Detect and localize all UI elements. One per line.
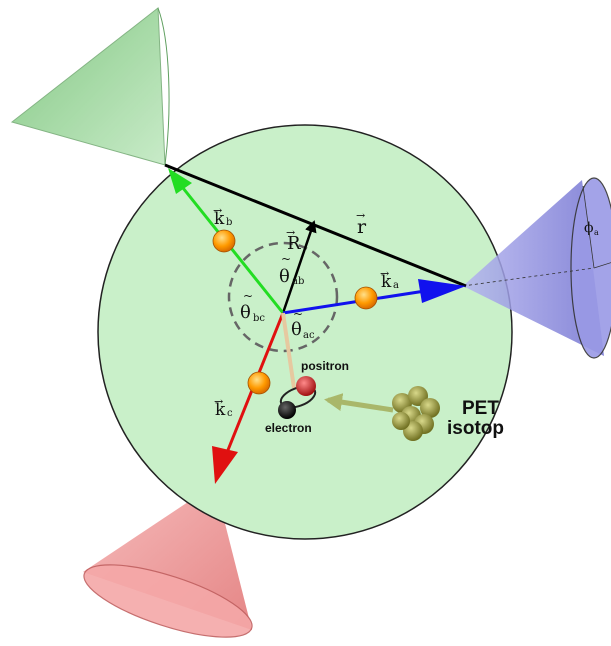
kc-label: k bbox=[215, 400, 226, 420]
theta-ab-subscript: ab bbox=[292, 276, 304, 287]
isotop-label: isotop bbox=[447, 418, 504, 439]
R-vector-mark: → bbox=[286, 226, 295, 239]
electron-particle bbox=[278, 401, 296, 419]
photon-b bbox=[212, 229, 236, 253]
detector-cone-a bbox=[462, 177, 611, 359]
kc-vector-mark: → bbox=[214, 395, 223, 408]
theta-ac-subscript: ac bbox=[303, 330, 315, 341]
kb-vector-mark: → bbox=[213, 204, 222, 217]
positron-particle bbox=[296, 376, 316, 396]
ka-vector bbox=[282, 289, 426, 315]
phi-a-label: ϕ bbox=[584, 220, 594, 236]
r-vector-mark: → bbox=[356, 209, 365, 222]
detector-cone-c bbox=[83, 484, 253, 638]
isotope-arrow bbox=[324, 393, 394, 413]
r-label: r bbox=[357, 216, 367, 238]
kc-subscript: c bbox=[227, 408, 233, 419]
electron-label: electron bbox=[265, 421, 312, 435]
ka-label: k bbox=[381, 272, 392, 292]
theta-bc-subscript: bc bbox=[253, 313, 265, 324]
R-vector bbox=[281, 220, 317, 314]
R-label: R bbox=[287, 233, 301, 254]
photon-a bbox=[354, 286, 378, 310]
detector-cone-b bbox=[10, 7, 170, 166]
theta-ac-label: θ bbox=[291, 319, 302, 340]
phi-a-subscript: a bbox=[594, 228, 599, 237]
theta-bc-tilde: ~ bbox=[243, 289, 253, 303]
photon-c bbox=[247, 371, 271, 395]
angle-circle bbox=[227, 241, 339, 353]
positron-label: positron bbox=[301, 359, 349, 373]
theta-bc-label: θ bbox=[240, 302, 251, 323]
kc-arrowhead bbox=[212, 446, 238, 484]
ka-arrowhead bbox=[418, 279, 466, 303]
theta-ab-label: θ bbox=[279, 266, 290, 287]
ka-subscript: a bbox=[393, 280, 399, 291]
kb-arrowhead bbox=[168, 168, 192, 194]
pet-isotope-cluster bbox=[392, 386, 440, 441]
ka-vector-mark: → bbox=[380, 267, 389, 280]
theta-ab-tilde: ~ bbox=[281, 252, 291, 266]
kb-subscript: b bbox=[226, 217, 232, 228]
annihilation-line bbox=[281, 312, 296, 389]
kb-label: k bbox=[214, 209, 225, 229]
pet-label: PET bbox=[462, 398, 499, 419]
positron-electron-pair bbox=[278, 376, 317, 419]
theta-ac-tilde: ~ bbox=[293, 307, 303, 321]
